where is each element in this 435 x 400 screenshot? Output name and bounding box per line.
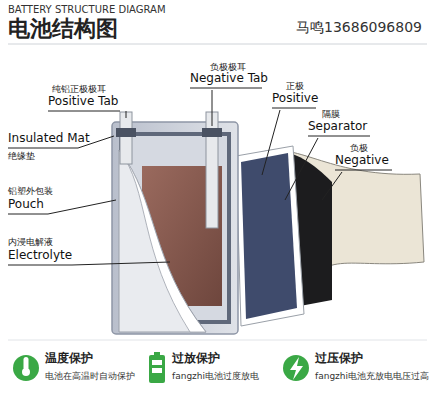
contact-watermark: 马鸣13686096809 [296,19,422,35]
part-label-cn: 正极 [286,81,304,91]
insulated-mat [202,128,222,137]
feature-text: fangzhi电池充放电电压过高 [315,371,429,381]
feature-text: fangzhi电池过度放电 [172,371,259,381]
part-label: Pouch [8,198,44,212]
feature-heading: 过放保护 [172,352,220,366]
leader-lines [8,88,392,265]
insulated-mat [116,128,136,137]
diagram-title: 电池结构图 [8,16,118,41]
feature-heading: 过压保护 [315,352,363,366]
part-label: Insulated Mat [8,132,90,146]
positive-tab [120,112,132,164]
part-label: Positive Tab [48,95,118,109]
lightning-icon [283,355,309,381]
part-label: Negative Tab [190,72,268,86]
thermometer-icon [13,355,39,381]
header-rule [8,44,427,45]
part-label: Positive [272,92,318,106]
part-label-cn: 隔膜 [322,109,340,119]
part-label-cn: 内浸电解液 [8,237,53,247]
part-label-cn: 纯铝正极极耳 [52,84,106,94]
peeled-film [119,150,206,332]
part-label: Electrolyte [8,249,72,263]
feature-heading: 温度保护 [45,352,93,366]
electrolyte-cutaway [119,150,206,332]
positive-layer [241,153,297,319]
footer-rule [8,340,427,341]
header-text: BATTERY STRUCTURE DIAGRAM [8,4,166,16]
part-label-cn: 铝塑外包装 [8,186,53,196]
part-label-cn: 绝缘垫 [8,151,35,161]
part-label: Negative [335,154,389,168]
separator-layer [236,146,304,326]
battery-icon [149,352,165,383]
feature-text: 电池在高温时自动保护 [45,371,135,381]
part-label-cn: 负极极耳 [210,62,246,72]
part-label-cn: 负极 [350,143,368,153]
part-label: Separator [308,120,367,134]
